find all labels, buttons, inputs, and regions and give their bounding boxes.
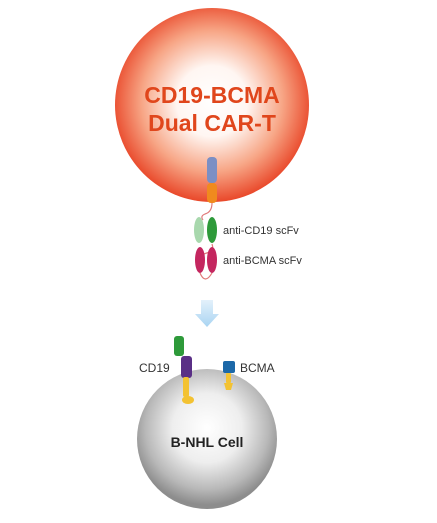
cd19-antigen [174,336,194,404]
cd19-label: CD19 [139,361,170,375]
linker [201,202,213,221]
anti-bcma-label: anti-BCMA scFv [223,255,302,267]
anti-bcma-scfv [195,247,217,273]
car-t-cell [115,8,309,202]
anti-cd19-label: anti-CD19 scFv [223,225,299,237]
hinge-domain [207,183,217,203]
transmembrane-domain [207,157,217,183]
bcma-antigen [223,361,235,390]
car-t-title-line2: Dual CAR-T [148,110,276,136]
anti-cd19-scfv [194,217,217,243]
down-arrow-icon [195,300,219,327]
b-nhl-cell [137,369,277,509]
car-t-title-line1: CD19-BCMA [144,82,279,108]
bcma-label: BCMA [240,361,275,375]
b-nhl-title: B-NHL Cell [171,434,244,450]
bcma-linker [199,272,213,280]
